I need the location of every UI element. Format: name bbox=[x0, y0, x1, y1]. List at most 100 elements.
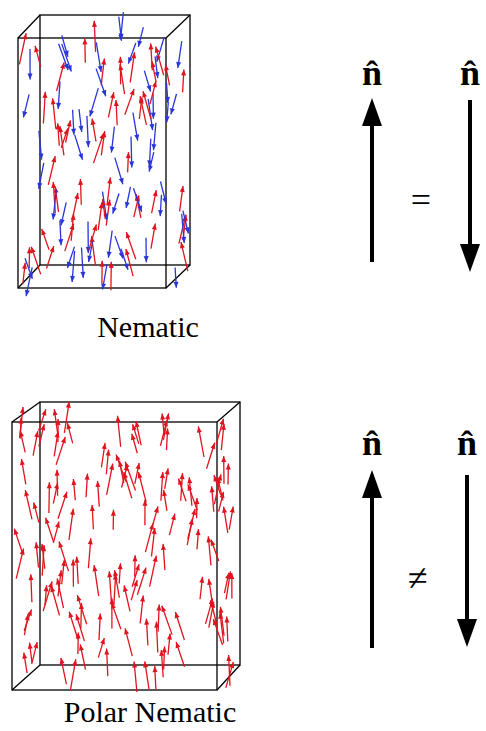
molecule-arrowhead bbox=[129, 161, 134, 167]
molecule-arrow bbox=[42, 229, 49, 250]
molecule-arrowhead bbox=[128, 57, 133, 64]
molecule-arrow bbox=[31, 247, 40, 274]
molecule-arrowhead bbox=[142, 91, 147, 98]
molecule-arrow bbox=[77, 595, 86, 624]
molecule-arrowhead bbox=[153, 556, 158, 562]
molecule-arrowhead bbox=[54, 483, 59, 489]
molecule-arrow bbox=[24, 609, 31, 630]
molecule-arrowhead bbox=[153, 190, 158, 196]
molecule-arrowhead bbox=[143, 500, 148, 506]
molecule-arrowhead bbox=[138, 472, 143, 479]
molecule-arrowhead bbox=[98, 614, 103, 620]
molecule-arrowhead bbox=[133, 555, 138, 561]
molecule-arrow bbox=[157, 37, 164, 62]
molecule-arrowhead bbox=[180, 473, 185, 479]
molecule-arrow bbox=[126, 232, 136, 259]
molecule-arrowhead bbox=[165, 97, 170, 103]
molecule-arrowhead bbox=[63, 492, 68, 498]
molecule-arrow bbox=[188, 484, 197, 510]
molecule-arrowhead bbox=[55, 431, 60, 437]
molecule-arrowhead bbox=[181, 70, 186, 76]
molecule-arrowhead bbox=[75, 557, 80, 563]
molecule-arrowhead bbox=[135, 564, 140, 570]
molecule-arrowhead bbox=[156, 605, 161, 611]
molecule-arrow bbox=[75, 135, 83, 160]
molecule-arrowhead bbox=[175, 612, 180, 619]
molecule-arrow bbox=[162, 606, 172, 635]
molecule-arrow bbox=[138, 27, 143, 47]
equality-sign: = bbox=[411, 182, 431, 218]
molecule-arrowhead bbox=[196, 529, 201, 535]
molecule-arrowhead bbox=[180, 242, 185, 249]
molecule-arrow bbox=[34, 503, 39, 523]
molecule-arrowhead bbox=[148, 165, 153, 171]
molecule-arrowhead bbox=[51, 213, 56, 219]
molecule-arrowhead bbox=[151, 113, 156, 119]
molecule-arrowhead bbox=[176, 62, 181, 68]
molecule-arrow bbox=[35, 46, 41, 67]
molecule-arrowhead bbox=[165, 413, 170, 419]
molecule-arrowhead bbox=[154, 506, 159, 513]
molecule-arrowhead bbox=[71, 214, 76, 220]
molecule-arrow bbox=[150, 81, 156, 104]
molecule-arrow bbox=[67, 423, 72, 443]
molecule-arrowhead bbox=[162, 490, 167, 496]
director-arrows bbox=[362, 98, 480, 648]
molecule-arrowhead bbox=[69, 612, 74, 618]
molecule-arrowhead bbox=[55, 522, 60, 528]
molecule-arrowhead bbox=[222, 507, 227, 513]
molecule-arrowhead bbox=[28, 643, 33, 649]
molecule-arrow bbox=[53, 522, 59, 543]
molecule-arrowhead bbox=[101, 283, 106, 289]
director-symbol: n̂ bbox=[362, 55, 382, 91]
molecule-arrowhead bbox=[33, 642, 38, 648]
director-symbol: n̂ bbox=[362, 425, 382, 461]
molecule-arrow bbox=[171, 94, 177, 114]
molecule-arrow bbox=[125, 89, 134, 115]
phase-caption: Polar Nematic bbox=[64, 697, 236, 727]
molecule-arrowhead bbox=[163, 420, 168, 426]
molecule-arrowhead bbox=[29, 574, 34, 580]
molecule-arrowhead bbox=[213, 619, 218, 626]
molecule-arrowhead bbox=[136, 463, 141, 469]
molecule-arrow bbox=[43, 581, 52, 611]
molecule-arrowhead bbox=[41, 229, 46, 236]
molecule-arrowhead bbox=[165, 428, 170, 434]
molecule-arrowhead bbox=[142, 568, 147, 575]
molecule-arrow bbox=[67, 247, 74, 268]
molecule-arrow bbox=[112, 603, 121, 630]
molecule-arrowhead bbox=[118, 35, 123, 41]
molecule-arrowhead bbox=[221, 456, 226, 462]
molecule-arrowhead bbox=[187, 477, 192, 483]
molecule-arrowhead bbox=[87, 256, 92, 262]
molecule-arrow bbox=[179, 479, 187, 502]
inequality-sign: ≠ bbox=[408, 560, 428, 596]
molecule-arrowhead bbox=[158, 210, 163, 216]
molecule-arrowhead bbox=[144, 256, 149, 262]
molecule-arrowhead bbox=[41, 545, 46, 551]
molecule-arrowhead bbox=[31, 247, 36, 254]
director-symbol: n̂ bbox=[457, 425, 477, 461]
molecule-arrowhead bbox=[61, 437, 66, 444]
molecule-arrowhead bbox=[55, 470, 60, 476]
molecule-arrow bbox=[169, 514, 175, 536]
molecule-arrowhead bbox=[50, 246, 55, 253]
molecule-arrow bbox=[149, 152, 154, 172]
molecule-arrowhead bbox=[50, 586, 55, 593]
molecule-arrowhead bbox=[132, 424, 137, 430]
molecule-arrowhead bbox=[90, 505, 95, 511]
molecule-arrowhead bbox=[160, 414, 165, 420]
molecule-arrow bbox=[219, 492, 224, 512]
molecule-arrow bbox=[207, 443, 215, 469]
molecule-arrowhead bbox=[152, 224, 157, 230]
molecule-arrow bbox=[133, 424, 139, 444]
molecule-arrowhead bbox=[181, 237, 186, 243]
molecule-arrowhead bbox=[112, 207, 117, 214]
molecule-arrowhead bbox=[230, 507, 235, 513]
molecule-arrowhead bbox=[71, 479, 76, 485]
molecule-arrowhead bbox=[51, 98, 56, 104]
molecule-arrowhead bbox=[53, 409, 58, 415]
molecule-arrow bbox=[125, 462, 135, 491]
molecule-arrowhead bbox=[64, 50, 69, 56]
molecule-arrow bbox=[14, 529, 22, 554]
